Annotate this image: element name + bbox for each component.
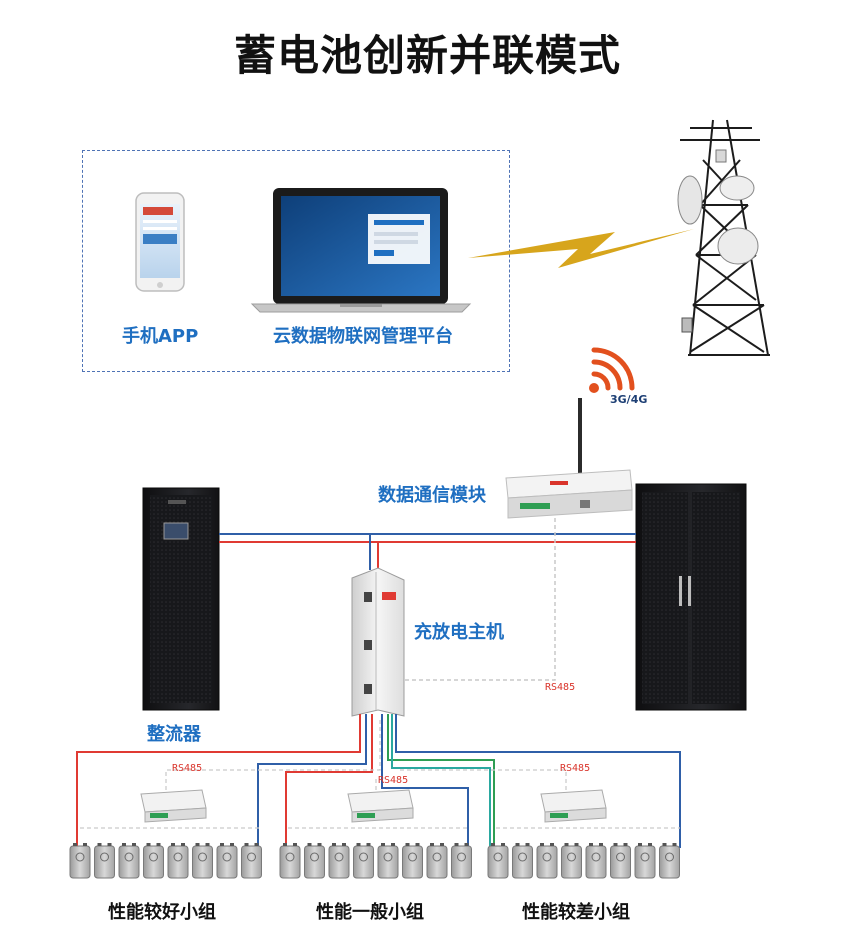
- battery-cells: [69, 843, 680, 879]
- satellite-dish-icon: [677, 149, 759, 333]
- dc-bus-lines: [219, 518, 636, 681]
- battery-cell: [241, 843, 262, 879]
- battery-cell: [402, 843, 423, 879]
- battery-cell: [279, 843, 301, 879]
- charge-discharge-host-device: [351, 567, 405, 717]
- battery-cell: [451, 843, 472, 879]
- rectifier-cabinet: [142, 487, 220, 711]
- rs485-group2-label: RS485: [378, 775, 409, 786]
- network-label: 3G/4G: [610, 393, 648, 406]
- battery-cell: [167, 843, 189, 879]
- battery-cabinet: [635, 483, 747, 711]
- battery-cell: [610, 843, 631, 879]
- battery-cell: [143, 843, 164, 879]
- group-collector-1: [140, 789, 207, 823]
- rs485-group1-label: RS485: [172, 763, 203, 774]
- battery-cell: [634, 843, 656, 879]
- battery-cell: [487, 843, 509, 879]
- comm-module-device: [505, 398, 633, 519]
- group-label-good: 性能较好小组: [108, 902, 216, 923]
- battery-cell: [94, 843, 115, 879]
- battery-cell: [536, 843, 558, 879]
- rs485-group3-label: RS485: [560, 763, 591, 774]
- battery-cell: [216, 843, 238, 879]
- wireless-link-bolt-icon: [468, 229, 694, 268]
- battery-cell: [353, 843, 374, 879]
- battery-cell: [69, 843, 91, 879]
- battery-cell: [512, 843, 533, 879]
- page-title: 蓄电池创新并联模式: [233, 31, 621, 80]
- battery-cell: [377, 843, 399, 879]
- group-label-poor: 性能较差小组: [522, 902, 630, 923]
- battery-cell: [659, 843, 680, 879]
- battery-cell: [328, 843, 350, 879]
- rectifier-label: 整流器: [147, 724, 201, 745]
- battery-cell: [426, 843, 448, 879]
- battery-cell: [585, 843, 607, 879]
- battery-cell: [561, 843, 582, 879]
- rs485-bus-lines: [80, 720, 680, 829]
- battery-cell: [118, 843, 140, 879]
- comm-module-label: 数据通信模块: [378, 485, 486, 506]
- host-label: 充放电主机: [414, 622, 504, 643]
- battery-cell: [192, 843, 213, 879]
- cloud-platform-label: 云数据物联网管理平台: [273, 326, 453, 347]
- wireless-signal-icon: [589, 347, 635, 393]
- client-dashed-box: [82, 150, 510, 372]
- mobile-phone-icon: [135, 192, 185, 292]
- group-collector-3: [540, 789, 607, 823]
- group-cabling: [76, 714, 681, 848]
- rs485-main-label: RS485: [545, 682, 576, 693]
- group-collector-2: [347, 789, 414, 823]
- battery-cell: [304, 843, 325, 879]
- mobile-app-label: 手机APP: [122, 326, 199, 347]
- group-label-normal: 性能一般小组: [316, 902, 424, 923]
- laptop-icon: [250, 188, 472, 313]
